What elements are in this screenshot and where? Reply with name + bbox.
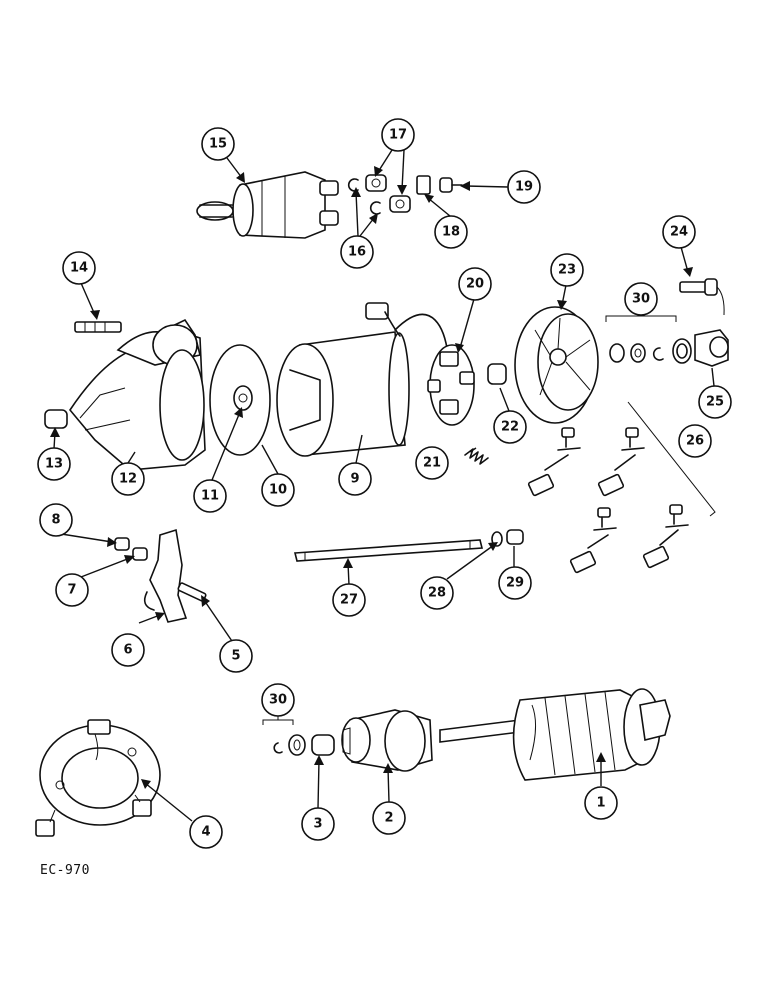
end-cap-part [679,278,729,367]
callout-label: 27 [340,593,358,608]
spring-part [464,448,489,465]
callout-24: 24 [662,215,696,249]
callout-28: 28 [420,576,454,610]
end-cover-part [514,306,599,424]
drive-pinion-part [273,709,433,772]
callout-label: 1 [596,796,605,811]
callout-9: 9 [338,462,372,496]
callout-6: 6 [111,633,145,667]
callout-22: 22 [493,410,527,444]
bracket-and-screw-part [416,175,463,195]
callout-8: 8 [39,503,73,537]
intermediate-plate-part [209,344,271,456]
terminal-nuts-part [347,174,411,215]
callout-label: 22 [501,420,519,435]
callout-label: 21 [423,456,441,471]
callout-25: 25 [698,385,732,419]
tie-rod-part [293,529,524,562]
callout-label: 8 [51,513,60,528]
callout-7: 7 [55,573,89,607]
callout-label: 13 [45,457,63,472]
armature-part [439,688,671,781]
callout-label: 16 [348,245,366,260]
callout-label: 4 [201,825,210,840]
callout-29: 29 [498,566,532,600]
through-bolt-part [74,321,122,333]
callout-12: 12 [111,462,145,496]
brushes-part [527,401,716,574]
callout-label: 17 [389,128,407,143]
thrust-washers-part [609,338,692,364]
callout-label: 18 [442,225,460,240]
callout-3: 3 [301,807,335,841]
callout-15: 15 [201,127,235,161]
callout-label: 3 [313,817,322,832]
callout-label: 28 [428,586,446,601]
callout-label: 29 [506,576,524,591]
callout-10: 10 [261,473,295,507]
field-frame-part [276,302,449,457]
callout-label: 23 [558,263,576,278]
callout-label: 19 [515,180,533,195]
callout-27: 27 [332,583,366,617]
callout-30-upper: 30 [624,282,658,316]
callout-label: 26 [686,434,704,449]
callout-label: 30 [269,693,287,708]
callout-label: 14 [70,261,88,276]
callout-label: 11 [201,489,219,504]
callout-11: 11 [193,479,227,513]
callout-20: 20 [458,267,492,301]
bushing-part [44,409,68,429]
callout-label: 10 [269,483,287,498]
callout-14: 14 [62,251,96,285]
callout-1: 1 [584,786,618,820]
drive-end-housing-part [69,318,206,471]
callout-4: 4 [189,815,223,849]
callout-13: 13 [37,447,71,481]
callout-label: 30 [632,292,650,307]
callout-label: 5 [231,649,240,664]
callout-2: 2 [372,801,406,835]
figure-code: EC-970 [40,863,90,878]
callout-16: 16 [340,235,374,269]
brush-plate-part [35,719,161,837]
callout-label: 24 [670,225,688,240]
leader-lines [50,149,715,822]
callout-26: 26 [678,424,712,458]
callout-label: 20 [466,277,484,292]
callout-label: 2 [384,811,393,826]
callout-19: 19 [507,170,541,204]
callout-18: 18 [434,215,468,249]
callout-label: 12 [119,472,137,487]
solenoid-part [196,171,339,239]
callout-label: 25 [706,395,724,410]
callout-23: 23 [550,253,584,287]
callout-label: 6 [123,643,132,658]
callout-label: 15 [209,137,227,152]
brushes-bracket [627,401,716,517]
callout-30-lower: 30 [261,683,295,717]
callout-17: 17 [381,118,415,152]
callout-21: 21 [415,446,449,480]
callout-label: 9 [350,472,359,487]
end-bushing-part [487,363,507,385]
shift-lever-part [114,528,207,623]
callout-5: 5 [219,639,253,673]
brush-holder-part [427,344,475,426]
callout-label: 7 [67,583,76,598]
